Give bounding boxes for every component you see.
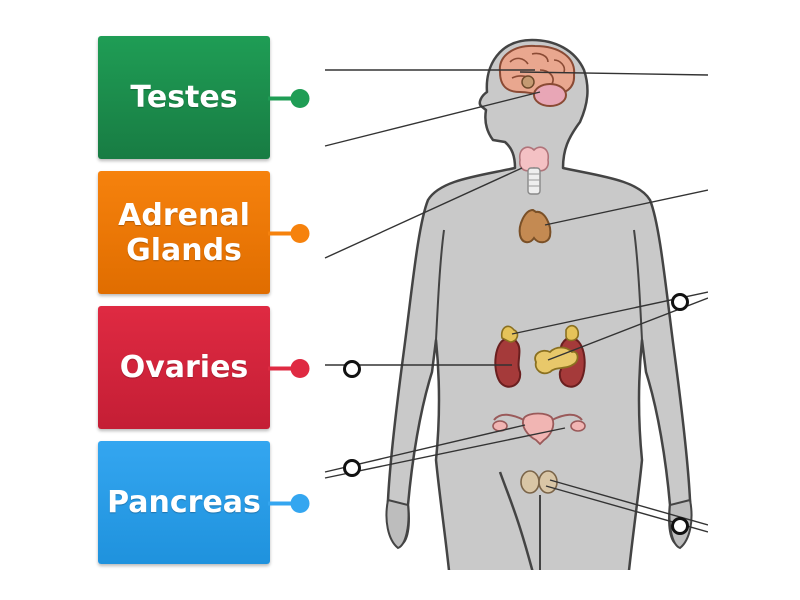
label-tile-adrenal-glands[interactable]: Adrenal Glands (98, 171, 270, 294)
leader-line-pituitary (324, 91, 541, 147)
label-tile-pancreas[interactable]: Pancreas (98, 441, 270, 564)
leader-line-brain-right (519, 71, 708, 76)
connector-pin-pancreas[interactable] (290, 494, 310, 513)
organs (492, 44, 586, 494)
drop-target-testis-right[interactable] (671, 517, 689, 535)
right-ovary (570, 420, 586, 432)
trachea (527, 167, 541, 195)
drop-target-uterus-left[interactable] (343, 459, 361, 477)
connector-pin-testes[interactable] (290, 89, 310, 108)
pineal-organ (521, 75, 535, 89)
body-silhouette (386, 38, 692, 570)
right-adrenal-gland (565, 324, 580, 342)
leg-gap (498, 471, 534, 570)
connector-pin-ovaries[interactable] (290, 359, 310, 378)
left-kidney (494, 336, 522, 388)
leader-line-ovary (324, 427, 566, 479)
thyroid-organ (518, 146, 550, 172)
label-tile-ovaries[interactable]: Ovaries (98, 306, 270, 429)
tile-connectors (268, 89, 310, 513)
human-body (385, 38, 693, 570)
label-tile-text: Testes (130, 80, 238, 115)
right-testis (538, 470, 558, 494)
pancreas-organ (534, 346, 579, 375)
label-tile-text: Ovaries (119, 350, 249, 385)
trachea-rings (528, 173, 540, 187)
connector-pin-adrenal-glands[interactable] (290, 224, 310, 243)
left-adrenal-gland (500, 325, 519, 343)
label-tile-testes[interactable]: Testes (98, 36, 270, 159)
left-hand (385, 498, 410, 550)
brain-folds (509, 52, 566, 85)
body-detail-lines (435, 229, 643, 570)
drop-targets (343, 293, 689, 535)
left-testis (520, 470, 540, 494)
drop-target-adrenal-right[interactable] (671, 293, 689, 311)
label-tile-text: Adrenal Glands (118, 197, 250, 268)
label-tile-text: Pancreas (107, 485, 261, 520)
drop-target-ovary-left[interactable] (343, 360, 361, 378)
leader-line-thyroid (324, 167, 523, 259)
fallopian-tubes (493, 413, 583, 421)
thymus-organ (518, 208, 552, 244)
pituitary-organ (533, 83, 567, 107)
leader-line-thymus (544, 189, 708, 226)
uterus-organ (522, 412, 555, 446)
